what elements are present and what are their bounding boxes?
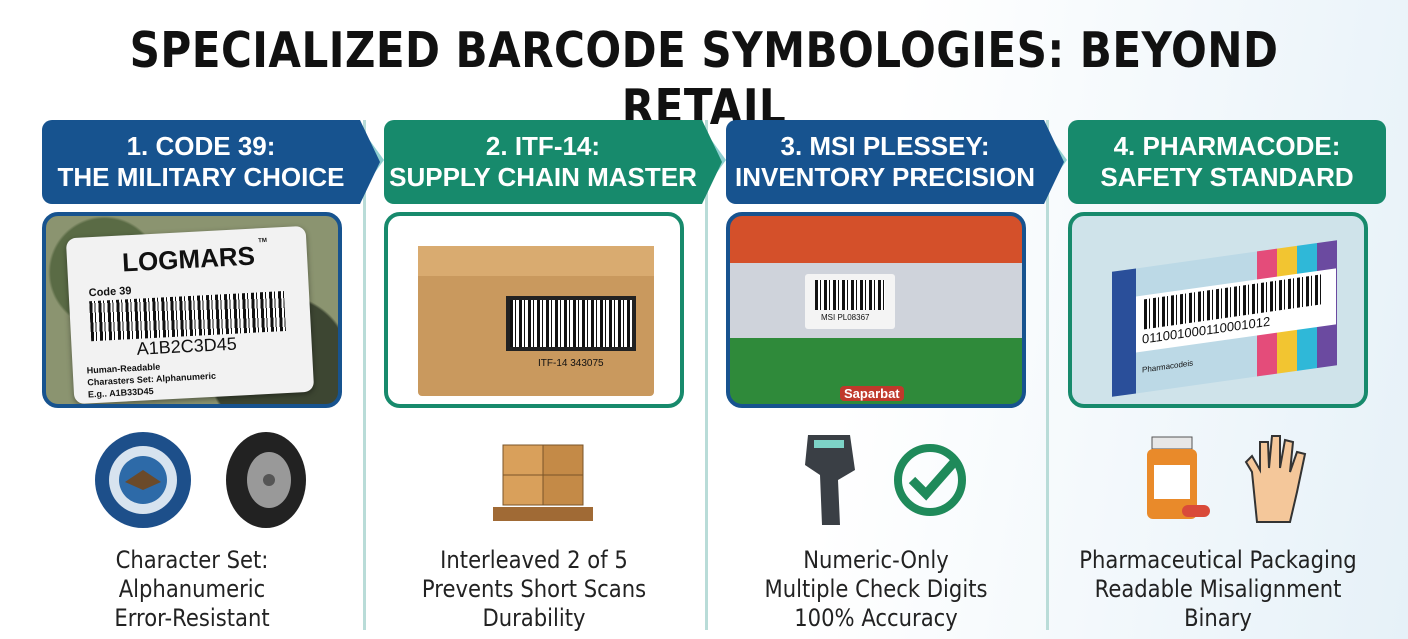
description-line: Prevents Short Scans [421, 575, 647, 603]
divider [1046, 120, 1049, 630]
code39-label-image: LOGMARS TM Code 39 A1B2C3D45 Human-Reada… [42, 212, 342, 408]
description-line: Binary [1184, 604, 1252, 632]
heading-line: INVENTORY PRECISION [734, 162, 1036, 192]
icon-row [1068, 425, 1386, 535]
column-msi-plessey: 3. MSI PLESSEY:INVENTORY PRECISION MSI P… [726, 120, 1064, 632]
logmars-label: LOGMARS TM Code 39 A1B2C3D45 Human-Reada… [65, 225, 315, 404]
shelf-label-image: MSI PL08367 Saparbat [726, 212, 1026, 408]
box-lid [418, 246, 654, 276]
pharma-box-image: 011001000110001012 Pharmacodeis [1068, 212, 1368, 408]
product-text: Saparbat [840, 386, 904, 401]
barcode-value: ITF-14 343075 [538, 358, 604, 369]
description-line: Readable Misalignment [1094, 575, 1342, 603]
heading-line: THE MILITARY CHOICE [57, 162, 345, 192]
column-itf14: 2. ITF-14:SUPPLY CHAIN MASTER ITF-14 343… [384, 120, 722, 632]
heading-line: 2. ITF-14: [485, 131, 601, 161]
shelf-label: MSI PL08367 [805, 274, 895, 329]
divider [705, 120, 708, 630]
box-label: Pharmacodeis [1142, 358, 1194, 375]
barcode [89, 291, 286, 342]
pallet-boxes-icon [493, 444, 593, 521]
column-pharmacode: 4. PHARMACODE:SAFETY STANDARD 0110010001… [1068, 120, 1386, 632]
barcode-value: A1B2C3D45 [136, 333, 238, 359]
tire-icon [226, 432, 306, 528]
column-heading: 4. PHARMACODE:SAFETY STANDARD [1068, 120, 1386, 204]
divider [363, 120, 366, 630]
label-line: E.g.. A1B33D45 [87, 386, 154, 400]
raised-hand-icon [1244, 435, 1307, 523]
icon-row [384, 425, 702, 535]
description-line: Numeric-Only [803, 546, 949, 574]
description-line: Interleaved 2 of 5 [440, 546, 628, 574]
heading-line: SAFETY STANDARD [1100, 162, 1354, 192]
medicine-bottle-icon [1147, 436, 1210, 519]
check-circle-icon [894, 444, 966, 516]
dod-seal-icon [95, 432, 191, 528]
arrow-shape [1044, 120, 1064, 204]
icon-row [726, 425, 1044, 535]
description-line: Character Set: Alphanumeric [115, 546, 269, 603]
column-heading: 3. MSI PLESSEY:INVENTORY PRECISION [726, 120, 1044, 204]
brand-text: LOGMARS [121, 240, 256, 278]
heading-line: SUPPLY CHAIN MASTER [389, 162, 697, 192]
column-code39: 1. CODE 39:THE MILITARY CHOICE LOGMARS T… [42, 120, 380, 632]
description-line: Pharmaceutical Packaging [1079, 546, 1357, 574]
heading-line: 4. PHARMACODE: [1113, 131, 1341, 161]
barcode [506, 296, 636, 351]
medicine-box: 011001000110001012 Pharmacodeis [1112, 240, 1337, 397]
cardboard-box: ITF-14 343075 [418, 246, 654, 396]
icon-row [42, 425, 360, 535]
code-label: Code 39 [88, 285, 132, 300]
itf14-box-image: ITF-14 343075 [384, 212, 684, 408]
arrow-shape [360, 120, 380, 204]
description-line: Durability [482, 604, 586, 632]
page-title: SPECIALIZED BARCODE SYMBOLOGIES: BEYOND … [129, 22, 1279, 136]
barcode-scanner-icon [805, 435, 855, 525]
column-heading: 1. CODE 39:THE MILITARY CHOICE [42, 120, 360, 204]
arrow-shape [702, 120, 722, 204]
description-line: Multiple Check Digits [764, 575, 988, 603]
barcode [815, 280, 885, 310]
heading-line: 3. MSI PLESSEY: [780, 131, 990, 161]
heading-line: 1. CODE 39: [126, 131, 276, 161]
barcode-value: MSI PL08367 [821, 313, 870, 322]
column-heading: 2. ITF-14:SUPPLY CHAIN MASTER [384, 120, 702, 204]
description-line: Error-Resistant [114, 604, 270, 632]
tm-mark: TM [258, 237, 268, 245]
description-line: 100% Accuracy [794, 604, 958, 632]
